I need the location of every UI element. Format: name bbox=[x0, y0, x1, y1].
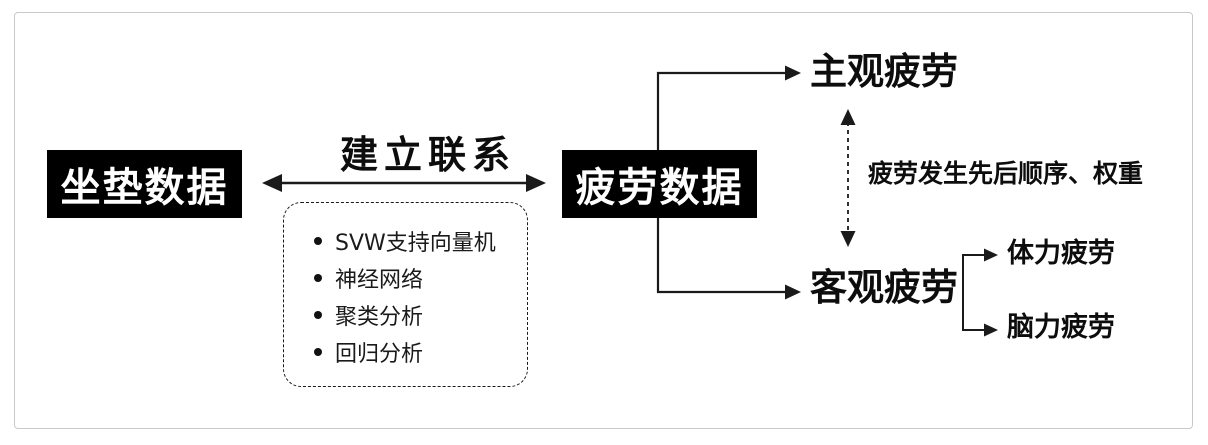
list-item: 聚类分析 bbox=[314, 303, 517, 330]
objective-fatigue-label: 客观疲劳 bbox=[810, 268, 958, 309]
cushion-data-box: 坐垫数据 bbox=[47, 150, 242, 218]
outer-frame bbox=[14, 12, 1193, 429]
objective-branch-bracket bbox=[962, 248, 998, 337]
list-item: SVW支持向量机 bbox=[314, 229, 517, 256]
list-item: 回归分析 bbox=[314, 340, 517, 367]
bullet-icon bbox=[314, 348, 322, 356]
methods-box: SVW支持向量机 神经网络 聚类分析 回归分析 bbox=[283, 202, 528, 387]
method-label: 神经网络 bbox=[335, 268, 424, 293]
subjective-objective-dashed-arrow bbox=[840, 109, 856, 247]
subjective-fatigue-label: 主观疲劳 bbox=[810, 52, 958, 93]
order-weight-label: 疲劳发生先后顺序、权重 bbox=[868, 161, 1144, 188]
methods-list: SVW支持向量机 神经网络 聚类分析 回归分析 bbox=[284, 203, 527, 367]
mental-fatigue-label: 脑力疲劳 bbox=[1007, 312, 1115, 342]
fatigue-data-box: 疲劳数据 bbox=[562, 150, 757, 218]
cushion-fatigue-double-arrow bbox=[262, 174, 546, 192]
method-label: 回归分析 bbox=[335, 342, 424, 367]
bullet-icon bbox=[314, 237, 322, 245]
method-label: SVW支持向量机 bbox=[335, 231, 496, 256]
fatigue-subjective-connector bbox=[656, 65, 801, 150]
physical-fatigue-label: 体力疲劳 bbox=[1007, 238, 1115, 268]
bullet-icon bbox=[314, 274, 322, 282]
relation-label: 建立联系 bbox=[339, 135, 516, 177]
fatigue-objective-connector bbox=[656, 218, 801, 300]
fatigue-data-label: 疲劳数据 bbox=[575, 165, 744, 210]
cushion-data-label: 坐垫数据 bbox=[60, 165, 229, 210]
bullet-icon bbox=[314, 311, 322, 319]
list-item: 神经网络 bbox=[314, 266, 517, 293]
method-label: 聚类分析 bbox=[335, 305, 424, 330]
